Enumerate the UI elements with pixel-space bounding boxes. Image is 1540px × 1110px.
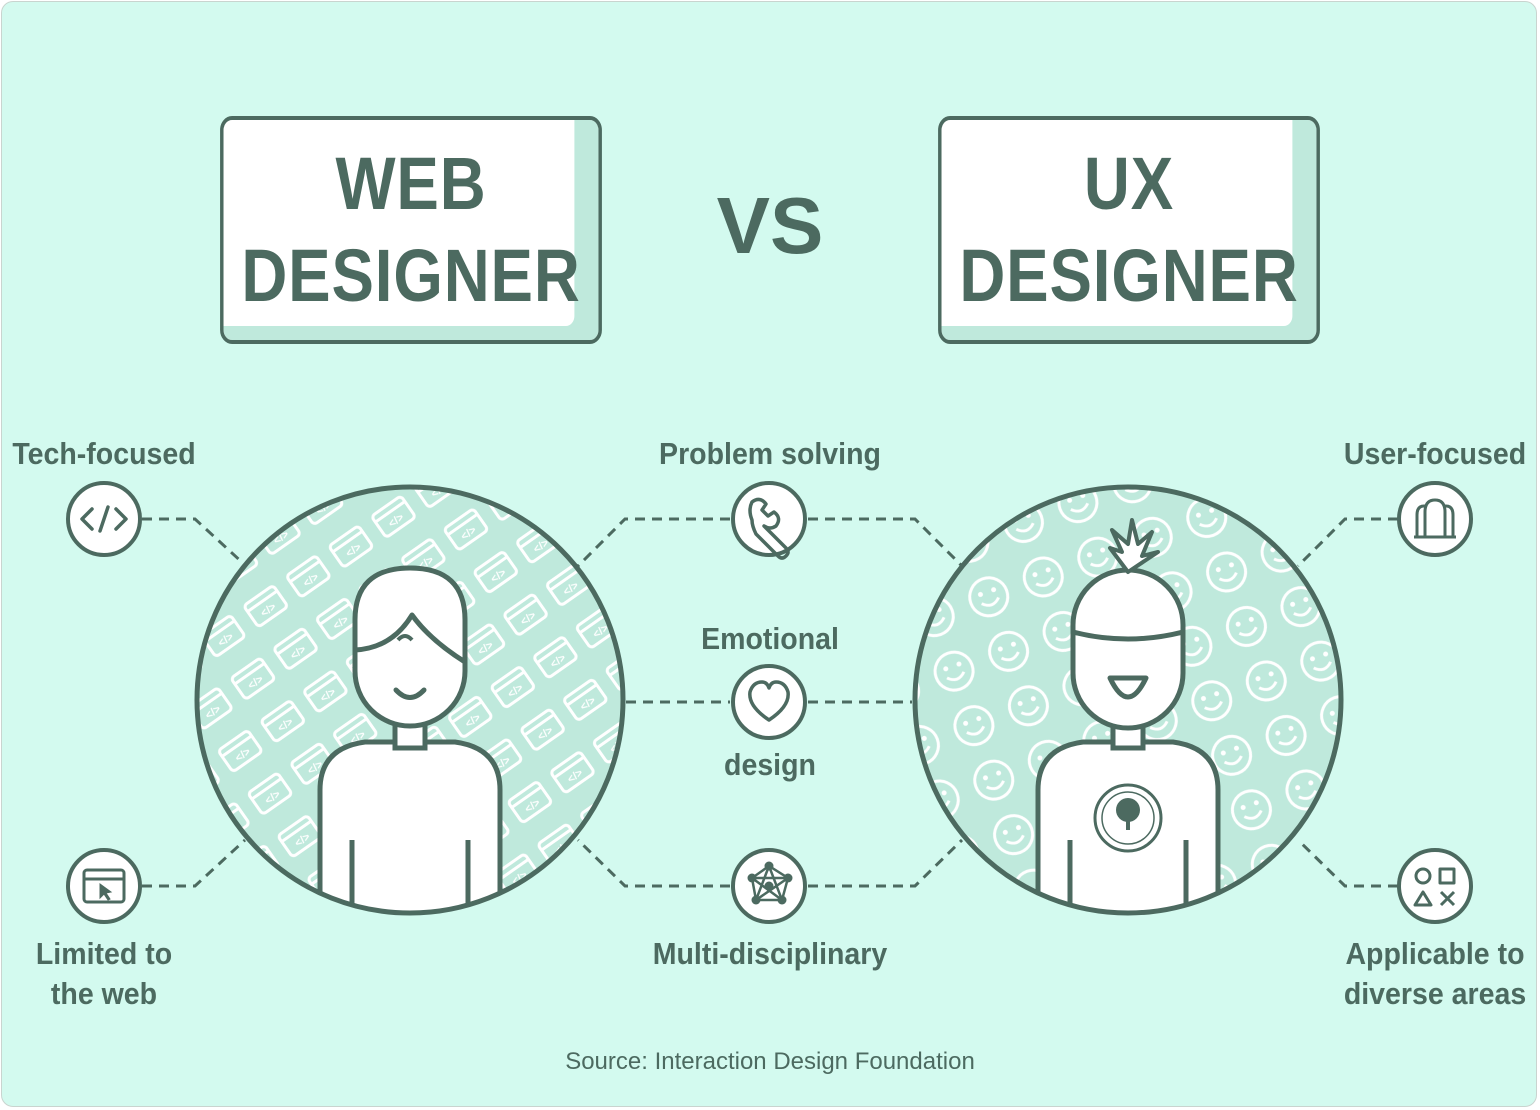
ux-designer-title-line1: UX bbox=[1083, 142, 1175, 225]
applicable-areas-badge bbox=[1397, 848, 1473, 924]
web-designer-title-line2: DESIGNER bbox=[241, 234, 581, 317]
users-group-icon bbox=[1414, 498, 1456, 539]
label-limited-line1: Limited to bbox=[35, 936, 173, 971]
label-applicable-line1: Applicable to bbox=[1345, 936, 1525, 971]
label-applicable-line2: diverse areas bbox=[1343, 976, 1527, 1011]
ux-designer-title-line2: DESIGNER bbox=[959, 234, 1299, 317]
heart-icon bbox=[748, 680, 790, 722]
limited-to-web-badge bbox=[66, 848, 142, 924]
browser-window-icon bbox=[82, 868, 126, 904]
label-limited-line2: the web bbox=[50, 976, 158, 1011]
label-design: design bbox=[724, 747, 816, 782]
web-designer-title-line1: WEB bbox=[335, 142, 487, 225]
source-credit: Source: Interaction Design Foundation bbox=[565, 1048, 975, 1075]
wrench-icon bbox=[748, 497, 790, 560]
vs-label: VS bbox=[716, 181, 824, 270]
web-designer-title: WEB DESIGNER bbox=[220, 116, 602, 344]
label-user-focused: User-focused bbox=[1343, 436, 1527, 471]
code-icon bbox=[80, 505, 128, 533]
problem-solving-badge bbox=[731, 481, 807, 557]
label-emotional: Emotional bbox=[701, 621, 839, 656]
label-tech-focused: Tech-focused bbox=[12, 436, 196, 471]
label-problem-solving: Problem solving bbox=[659, 436, 881, 471]
label-multi-disciplinary: Multi-disciplinary bbox=[652, 936, 888, 971]
label-applicable-areas: Applicable to diverse areas bbox=[1334, 934, 1536, 1014]
connector-lines bbox=[142, 517, 1398, 888]
network-icon bbox=[747, 861, 793, 905]
ux-designer-portrait bbox=[912, 484, 1344, 916]
label-limited-to-web: Limited to the web bbox=[12, 934, 196, 1014]
emotional-design-badge bbox=[731, 664, 807, 740]
web-designer-portrait bbox=[194, 484, 626, 916]
shapes-icon bbox=[1413, 867, 1456, 907]
ux-designer-title: UX DESIGNER bbox=[938, 116, 1320, 344]
